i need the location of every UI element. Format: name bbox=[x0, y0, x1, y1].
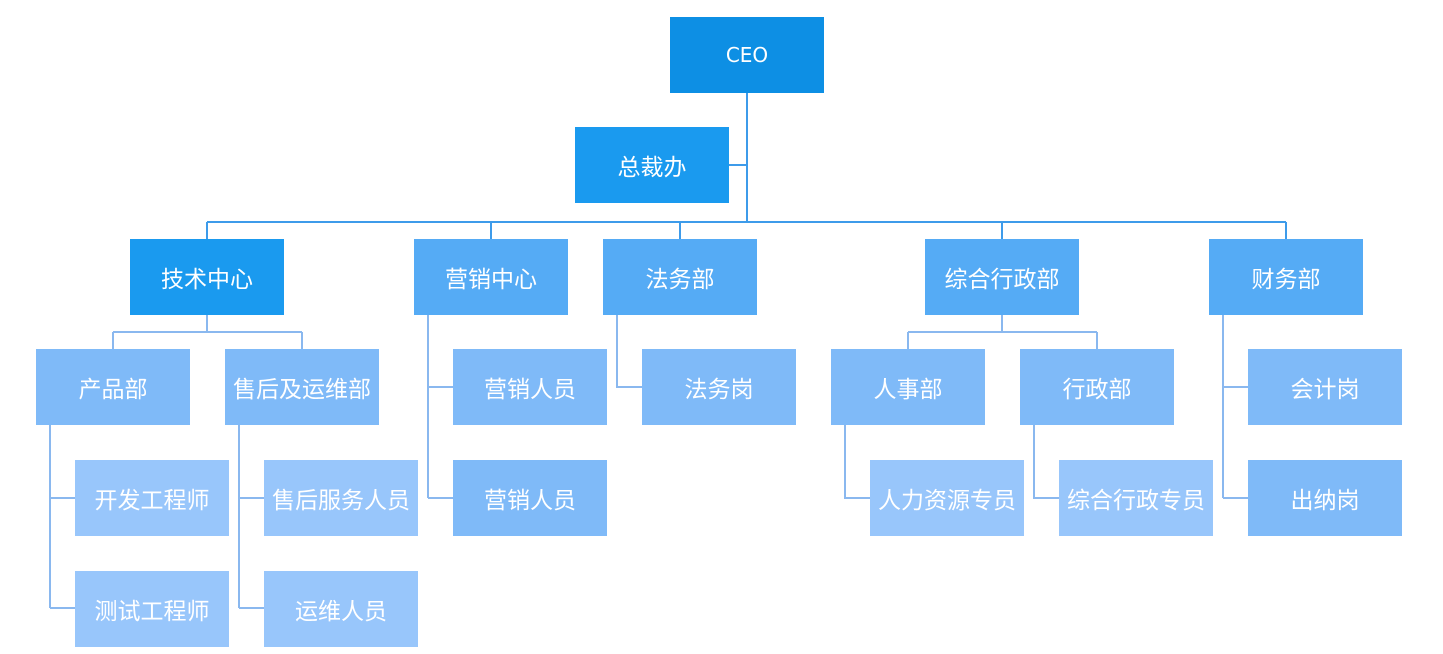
connector-tech-split bbox=[112, 315, 303, 349]
subdept-hr: 人事部 bbox=[831, 349, 985, 425]
subdept-product: 产品部 bbox=[36, 349, 190, 425]
role-admin-specialist: 综合行政专员 bbox=[1059, 460, 1213, 536]
connector-aftersales-roles bbox=[238, 425, 264, 609]
connector-legal-role bbox=[616, 315, 642, 388]
dept-legal: 法务部 bbox=[603, 239, 757, 315]
connector-marketing-roles bbox=[427, 315, 453, 499]
office-node: 总裁办 bbox=[575, 127, 729, 203]
dept-marketing-center: 营销中心 bbox=[414, 239, 568, 315]
subdept-general-admin: 行政部 bbox=[1020, 349, 1174, 425]
role-accountant: 会计岗 bbox=[1248, 349, 1402, 425]
ceo-node: CEO bbox=[670, 17, 824, 93]
dept-finance: 财务部 bbox=[1209, 239, 1363, 315]
role-dev-engineer: 开发工程师 bbox=[75, 460, 229, 536]
role-after-sales-staff: 售后服务人员 bbox=[264, 460, 418, 536]
role-legal: 法务岗 bbox=[642, 349, 796, 425]
role-hr-specialist: 人力资源专员 bbox=[870, 460, 1024, 536]
role-ops-staff: 运维人员 bbox=[264, 571, 418, 647]
subdept-after-sales: 售后及运维部 bbox=[225, 349, 379, 425]
connector-finance-roles bbox=[1222, 315, 1248, 499]
role-marketing-1: 营销人员 bbox=[453, 349, 607, 425]
connector-hr-role bbox=[844, 425, 870, 499]
role-cashier: 出纳岗 bbox=[1248, 460, 1402, 536]
dept-tech-center: 技术中心 bbox=[130, 239, 284, 315]
connector-product-roles bbox=[49, 425, 75, 609]
role-test-engineer: 测试工程师 bbox=[75, 571, 229, 647]
connector-general-role bbox=[1033, 425, 1059, 499]
connector-admin-split bbox=[907, 315, 1098, 349]
role-marketing-2: 营销人员 bbox=[453, 460, 607, 536]
dept-admin: 综合行政部 bbox=[925, 239, 1079, 315]
